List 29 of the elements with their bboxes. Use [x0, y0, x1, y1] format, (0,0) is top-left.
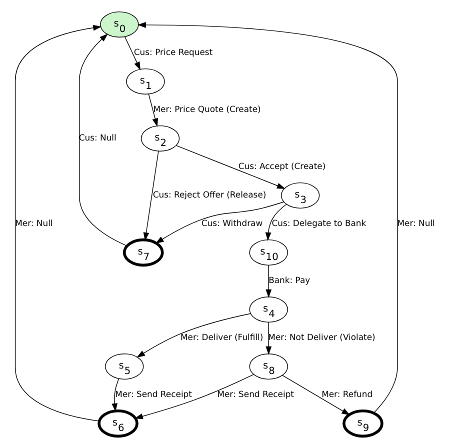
edge-label: Mer: Deliver (Fulfill) — [180, 332, 263, 342]
arrow — [154, 201, 284, 244]
arrow — [264, 203, 286, 240]
edge-label: Mer: Not Deliver (Violate) — [268, 332, 375, 342]
arrow — [142, 150, 158, 240]
arrow — [111, 378, 119, 412]
edge-label: Mer: Send Receipt — [114, 388, 192, 399]
arrow — [78, 33, 127, 246]
edge-label: Mer: Null — [14, 218, 52, 228]
edge-label: Cus: Delegate to Bank — [271, 218, 366, 228]
edge-label: Cus: Withdraw — [200, 218, 262, 228]
edge-label: Cus: Price Request — [133, 46, 212, 57]
edge-label: Mer: Refund — [321, 388, 372, 399]
edge-label: Cus: Reject Offer (Release) — [152, 189, 266, 200]
arrow — [282, 374, 350, 415]
arrow — [124, 36, 140, 70]
arrow — [136, 312, 250, 358]
arrow — [136, 21, 398, 413]
arrow — [265, 264, 272, 298]
edge-label: Cus: Accept (Create) — [238, 160, 326, 171]
arrow — [134, 374, 254, 419]
arrow — [148, 93, 158, 126]
edge-label: Mer: Price Quote (Create) — [152, 104, 260, 114]
edge-label: Mer: Null — [396, 218, 434, 228]
edge-label: Mer: Send Receipt — [216, 388, 294, 399]
edge-label: Cus: Null — [78, 132, 116, 142]
edge-label: Bank: Pay — [268, 274, 310, 285]
arrow — [14, 24, 102, 421]
arrow — [175, 144, 285, 188]
